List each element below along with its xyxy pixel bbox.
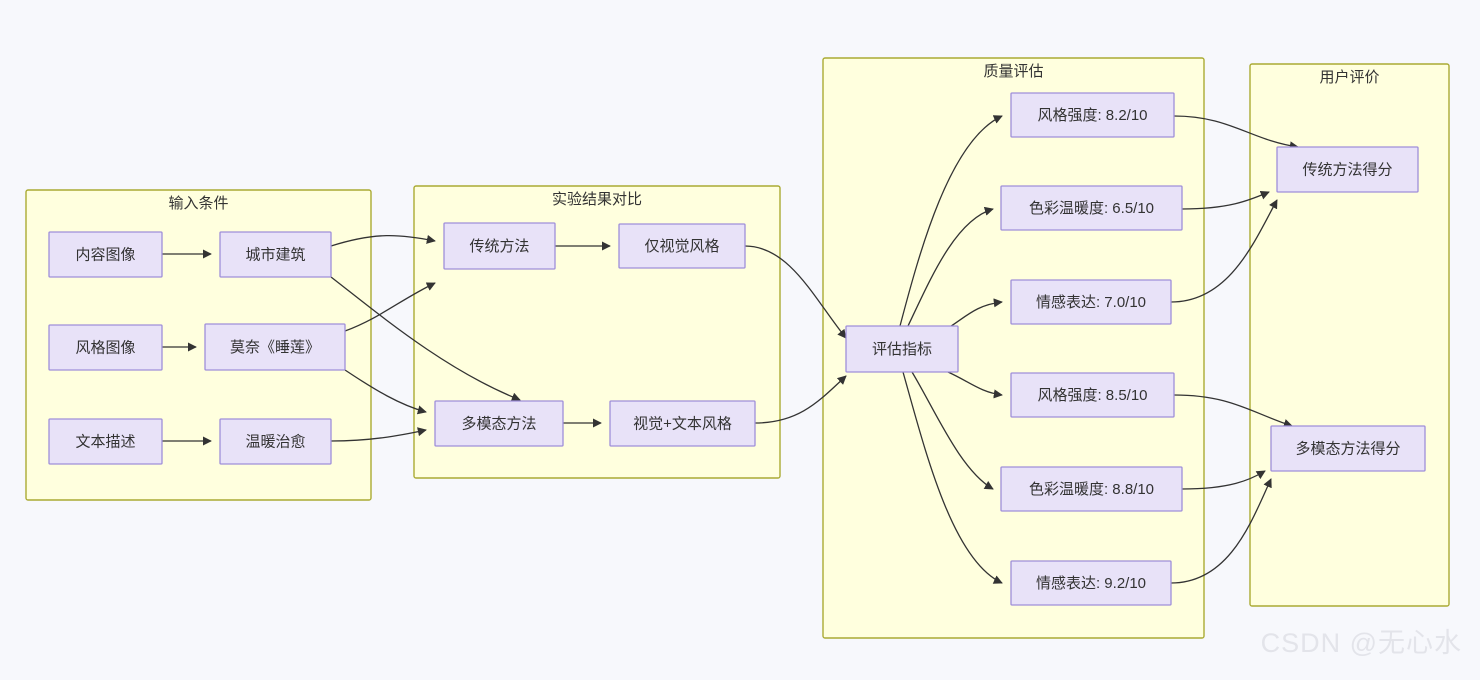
edge-warmth_6_5-to-trad_score [1181,190,1270,210]
cluster-label-input: 输入条件 [168,195,228,212]
node-city_building[interactable]: 城市建筑 [219,231,332,278]
node-label-trad_score: 传统方法得分 [1302,161,1392,178]
node-label-warmth_6_5: 色彩温暖度: 6.5/10 [1029,200,1154,217]
node-label-text_desc: 文本描述 [75,433,135,450]
edge-visual_text-to-metrics [754,375,847,424]
node-box-trad_score[interactable] [1276,146,1419,193]
node-visual_text[interactable]: 视觉+文本风格 [609,400,756,447]
cluster-label-rating: 用户评价 [1319,69,1379,86]
edge-city_building-to-traditional [330,234,436,247]
edge-city_building-to-multimodal [330,276,521,402]
cluster-label-compare: 实验结果对比 [552,191,642,208]
node-label-emotion_7_0: 情感表达: 7.0/10 [1036,294,1146,311]
edge-monet_lilies-to-multimodal [344,369,427,415]
node-label-warm_healing: 温暖治愈 [245,433,305,450]
edge-group [162,115,1299,584]
node-label-multi_score: 多模态方法得分 [1295,440,1400,457]
node-box-text_desc[interactable] [48,418,163,465]
edge-visual_only-to-metrics [744,245,847,339]
edge-style_8_2-to-trad_score [1173,115,1299,151]
edge-metrics-to-style_8_5 [947,371,1003,399]
node-label-metrics: 评估指标 [872,341,932,358]
node-box-warmth_6_5[interactable] [1000,185,1183,231]
node-label-style_8_2: 风格强度: 8.2/10 [1037,107,1147,124]
node-box-multimodal[interactable] [434,400,564,447]
node-label-visual_text: 视觉+文本风格 [633,415,732,432]
node-multimodal[interactable]: 多模态方法 [434,400,564,447]
node-visual_only[interactable]: 仅视觉风格 [618,223,746,269]
edge-warmth_8_8-to-multi_score [1181,470,1266,490]
cluster-rating: 用户评价 [1249,63,1450,607]
node-style_image[interactable]: 风格图像 [48,324,163,371]
node-label-multimodal: 多模态方法 [461,415,536,432]
edge-style_8_5-to-multi_score [1173,394,1293,428]
node-box-content_image[interactable] [48,231,163,278]
edge-metrics-to-warmth_8_8 [911,371,994,490]
cluster-label-quality: 质量评估 [983,63,1043,80]
node-trad_score[interactable]: 传统方法得分 [1276,146,1419,193]
cluster-box-rating [1249,63,1450,607]
node-label-content_image: 内容图像 [75,246,135,263]
node-label-monet_lilies: 莫奈《睡莲》 [230,339,320,356]
node-label-style_image: 风格图像 [75,339,135,356]
csdn-watermark: CSDN @无心水 [1260,628,1462,658]
node-text_desc[interactable]: 文本描述 [48,418,163,465]
node-box-visual_text[interactable] [609,400,756,447]
node-box-monet_lilies[interactable] [204,323,346,371]
node-label-style_8_5: 风格强度: 8.5/10 [1037,387,1147,404]
node-monet_lilies[interactable]: 莫奈《睡莲》 [204,323,346,371]
node-style_8_2[interactable]: 风格强度: 8.2/10 [1010,92,1175,138]
edge-metrics-to-style_8_2 [899,115,1003,327]
node-traditional[interactable]: 传统方法 [443,222,556,270]
node-box-traditional[interactable] [443,222,556,270]
node-box-warm_healing[interactable] [219,418,332,465]
node-multi_score[interactable]: 多模态方法得分 [1270,425,1426,472]
node-box-multi_score[interactable] [1270,425,1426,472]
node-box-style_8_2[interactable] [1010,92,1175,138]
node-warmth_6_5[interactable]: 色彩温暖度: 6.5/10 [1000,185,1183,231]
node-box-visual_only[interactable] [618,223,746,269]
edge-emotion_9_2-to-multi_score [1170,478,1272,584]
node-emotion_9_2[interactable]: 情感表达: 9.2/10 [1010,560,1172,606]
edge-emotion_7_0-to-trad_score [1170,199,1278,303]
edge-metrics-to-emotion_9_2 [902,371,1003,584]
edge-metrics-to-warmth_6_5 [907,206,994,327]
node-label-visual_only: 仅视觉风格 [644,238,719,255]
node-box-emotion_9_2[interactable] [1010,560,1172,606]
node-label-warmth_8_8: 色彩温暖度: 8.8/10 [1029,481,1154,498]
node-metrics[interactable]: 评估指标 [845,325,959,373]
node-label-emotion_9_2: 情感表达: 9.2/10 [1036,575,1146,592]
node-warm_healing[interactable]: 温暖治愈 [219,418,332,465]
node-warmth_8_8[interactable]: 色彩温暖度: 8.8/10 [1000,466,1183,512]
node-box-style_8_5[interactable] [1010,372,1175,418]
node-style_8_5[interactable]: 风格强度: 8.5/10 [1010,372,1175,418]
node-box-warmth_8_8[interactable] [1000,466,1183,512]
node-emotion_7_0[interactable]: 情感表达: 7.0/10 [1010,279,1172,325]
node-box-metrics[interactable] [845,325,959,373]
node-content_image[interactable]: 内容图像 [48,231,163,278]
node-label-traditional: 传统方法 [469,238,529,255]
edge-warm_healing-to-multimodal [330,427,427,442]
node-box-style_image[interactable] [48,324,163,371]
edge-monet_lilies-to-traditional [344,282,436,332]
node-box-emotion_7_0[interactable] [1010,279,1172,325]
node-box-city_building[interactable] [219,231,332,278]
node-label-city_building: 城市建筑 [245,246,305,263]
